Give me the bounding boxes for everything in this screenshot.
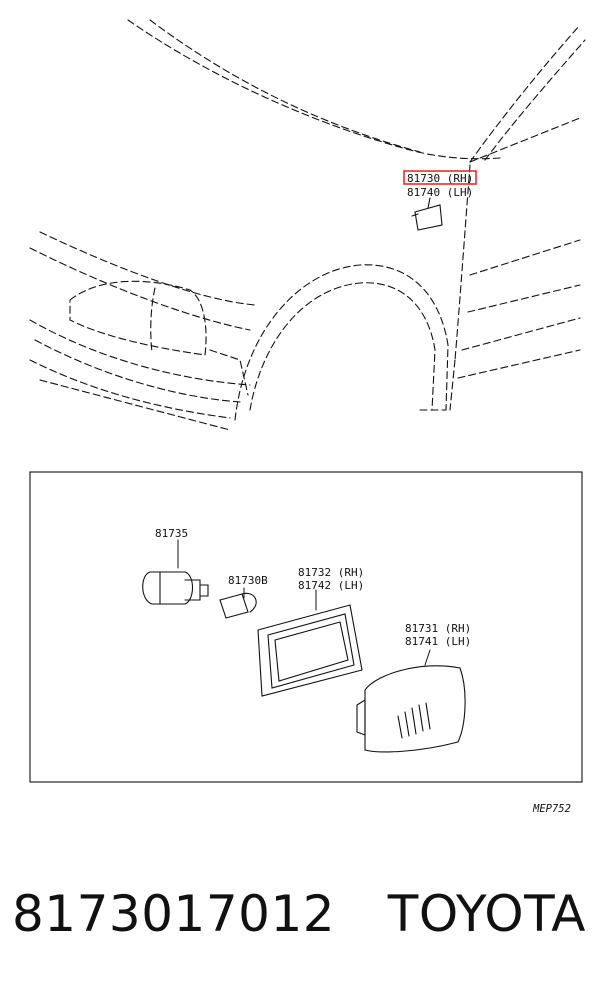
lens-81731 [356, 649, 466, 753]
callout-81742-lh: 81742 (LH) [298, 579, 364, 592]
callout-81741-lh: 81741 (LH) [405, 635, 471, 648]
callout-81730B: 81730B [228, 574, 268, 587]
callout-81735: 81735 [155, 527, 188, 540]
socket-81735 [142, 539, 209, 605]
callout-81732-rh: 81732 (RH) [298, 566, 364, 579]
callout-81740-lh: 81740 (LH) [407, 186, 473, 199]
drawing-code: MEP752 [532, 803, 571, 815]
car-front-illustration [29, 19, 586, 431]
leader-line-81730 [427, 197, 431, 209]
bulb-81730B [219, 587, 257, 619]
callout-81730-rh: 81730 (RH) [407, 172, 473, 185]
side-marker-on-fender [411, 204, 443, 231]
parts-diagram: 81730 (RH) 81740 (LH) 81735 81730B 81732… [29, 19, 586, 815]
exploded-view-frame [29, 471, 583, 783]
footer: 8173017012 TOYOTA [0, 878, 600, 958]
callout-81731-rh: 81731 (RH) [405, 622, 471, 635]
part-number: 8173017012 [12, 885, 336, 943]
gasket-81732 [257, 589, 363, 697]
callout-highlight-box [403, 170, 477, 185]
brand-name: TOYOTA [387, 885, 586, 943]
